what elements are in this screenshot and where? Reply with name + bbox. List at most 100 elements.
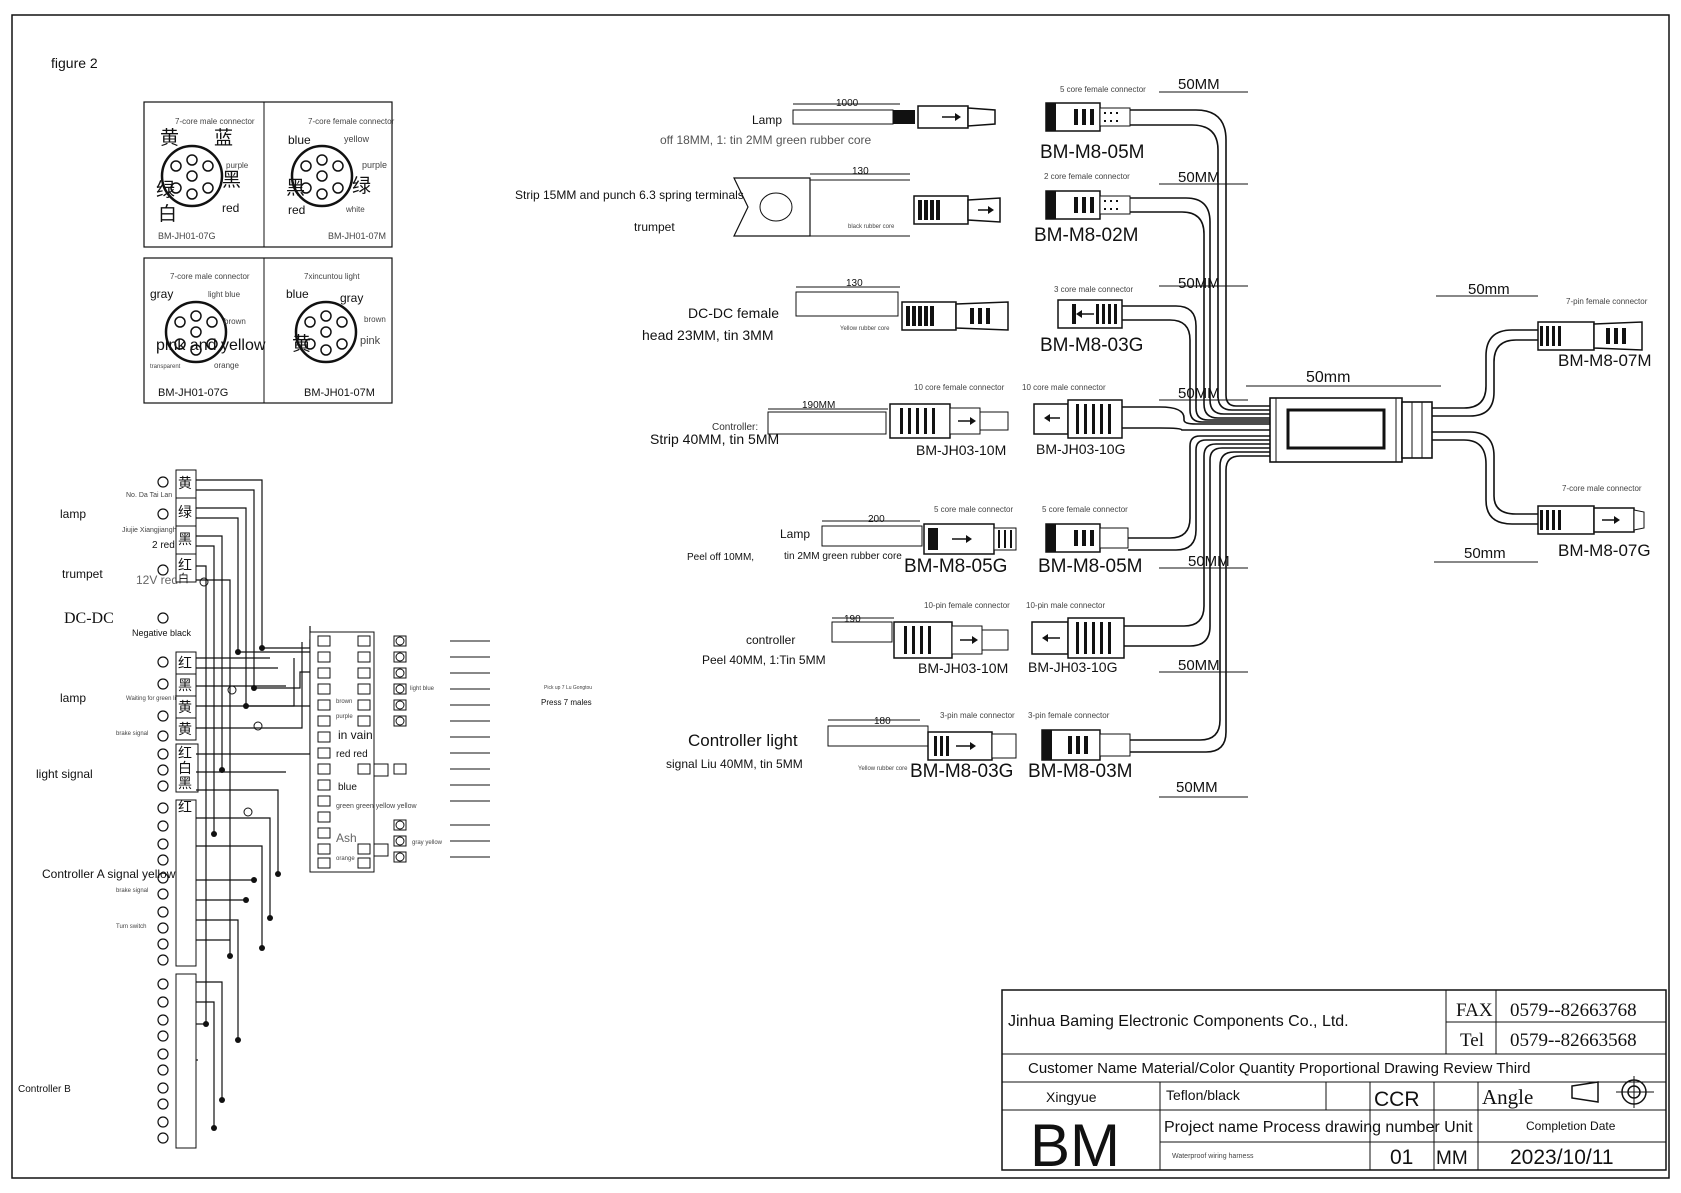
- branch-note: Controller light: [688, 731, 798, 750]
- dimension-label: 50MM: [1188, 553, 1230, 570]
- unit: MM: [1436, 1148, 1468, 1169]
- connector-code: BM-M8-03M: [1028, 761, 1133, 782]
- wiring-note: Negative black: [132, 628, 192, 638]
- branch-note: signal Liu 40MM, tin 5MM: [666, 757, 803, 771]
- fax-number: 0579--82663768: [1510, 1000, 1637, 1021]
- pin-label: 黑: [286, 178, 305, 199]
- pin-label: transparent: [150, 364, 181, 370]
- connector-label: 10-pin male connector: [1026, 601, 1105, 610]
- pin-char: 红: [178, 655, 192, 671]
- length-value: 130: [852, 166, 869, 177]
- branch-note: controller: [746, 633, 795, 647]
- core-note: Yellow rubber core: [840, 326, 890, 332]
- pin-char: 黄: [178, 699, 192, 715]
- pin-char: 黑: [178, 677, 192, 693]
- completion-label: Completion Date: [1526, 1119, 1616, 1133]
- dimension-label: 50MM: [1178, 657, 1220, 674]
- right-note: Press 7 males: [541, 698, 592, 707]
- figure-label: figure 2: [51, 55, 98, 71]
- pin-label: light blue: [208, 290, 241, 299]
- pin-label: orange: [214, 361, 239, 370]
- company-logo: BM: [1030, 1112, 1120, 1179]
- pinout-header: 7-core male connector: [175, 117, 255, 126]
- dimension-label: 50MM: [1176, 779, 1218, 796]
- wiring-note: Jiujie Xiangjianghei: [122, 527, 182, 534]
- pin-char: 黄: [178, 475, 192, 491]
- pin-char: 红: [178, 799, 192, 815]
- connector-label: 5 core female connector: [1060, 85, 1146, 94]
- length-value: 130: [846, 278, 863, 289]
- group-label: trumpet: [62, 567, 103, 581]
- pin-char: 黄: [178, 721, 192, 737]
- dimension-label: 50MM: [1178, 385, 1220, 402]
- pin-label: pink: [360, 335, 381, 347]
- wire-label: light blue: [410, 686, 435, 692]
- connector-label: 7-pin female connector: [1566, 297, 1648, 306]
- wire-label: in vain: [338, 728, 373, 742]
- pin-label: gray: [340, 291, 363, 305]
- connector-body: [889, 403, 951, 439]
- connector-code: BM-M8-07G: [1558, 541, 1651, 560]
- pin-label: 黑: [222, 170, 241, 191]
- wire-label: Ash: [336, 831, 357, 845]
- pin-label: red: [222, 201, 239, 215]
- connector-code: BM-M8-03G: [1040, 335, 1143, 356]
- core-note: black rubber core: [848, 224, 895, 230]
- pin-char: 红: [178, 557, 192, 573]
- pin-label: blue: [286, 287, 309, 301]
- outer-border: [11, 14, 1670, 1179]
- dimension-label: 50mm: [1464, 545, 1506, 562]
- branch-note: tin 2MM green rubber core: [784, 551, 902, 562]
- pin-label: purple: [226, 161, 249, 170]
- connector-code: BM-JH03-10M: [918, 660, 1008, 676]
- core-note: Yellow rubber core: [858, 766, 908, 772]
- length-value: 190MM: [802, 400, 835, 411]
- quantity: CCR: [1374, 1088, 1420, 1111]
- output-connectors: 50mm 7-pin female connector BM-M8-07M 7-…: [1434, 281, 1652, 563]
- angle-label: Angle: [1482, 1085, 1533, 1109]
- pin-label: brown: [364, 315, 386, 324]
- wire-label: purple: [336, 714, 353, 720]
- connector-face: [164, 300, 228, 364]
- project-sub: Waterproof wiring harness: [1172, 1153, 1254, 1160]
- connector-label: 3-pin female connector: [1028, 711, 1110, 720]
- pin-char: 黑: [178, 531, 192, 547]
- branch-note: off 18MM, 1: tin 2MM green rubber core: [660, 133, 872, 147]
- pin-label: brown: [224, 317, 246, 326]
- terminal-fork: [733, 177, 811, 237]
- drawing-number: 01: [1390, 1146, 1413, 1169]
- connector-body: [1033, 403, 1069, 435]
- pin-char: 黑: [178, 775, 192, 791]
- connector-code: BM-M8-05G: [904, 556, 1007, 577]
- connector-label: 10-pin female connector: [924, 601, 1010, 610]
- pinout-code: BM-JH01-07G: [158, 231, 216, 241]
- fax-label: FAX: [1456, 1000, 1493, 1021]
- connector-code: BM-JH03-10M: [916, 442, 1006, 458]
- connector-body: [901, 301, 957, 331]
- company-name: Jinhua Baming Electronic Components Co.,…: [1008, 1013, 1349, 1030]
- tel-label: Tel: [1460, 1030, 1484, 1051]
- connector-face: [160, 144, 224, 208]
- title-block: Jinhua Baming Electronic Components Co.,…: [1001, 989, 1667, 1179]
- group-label: DC-DC: [64, 610, 114, 627]
- wiring-note: No. Da Tai Lan: [126, 492, 172, 499]
- connector-label: 3 core male connector: [1054, 285, 1133, 294]
- wiring-note: brake signal: [116, 731, 148, 737]
- wiring-note: Turn switch: [116, 924, 146, 930]
- pin-label: gray: [150, 287, 173, 301]
- tel-number: 0579--82663568: [1510, 1030, 1637, 1051]
- wire-label: blue: [338, 782, 357, 793]
- wire-label: brown: [336, 699, 352, 705]
- hub-dimension: 50mm: [1306, 369, 1350, 386]
- dimension-label: 50MM: [1178, 169, 1220, 186]
- connector-body: [1057, 299, 1123, 329]
- pin-label: 黄: [292, 333, 311, 355]
- pin-label: yellow: [344, 134, 370, 144]
- completion-date: 2023/10/11: [1510, 1146, 1614, 1169]
- connector-label: 5 core male connector: [934, 505, 1013, 514]
- connector-code: BM-M8-05M: [1040, 142, 1145, 163]
- wire-label: green green yellow yellow: [336, 803, 417, 810]
- projection-icon: [1571, 1081, 1599, 1103]
- wire-label: orange: [336, 856, 355, 862]
